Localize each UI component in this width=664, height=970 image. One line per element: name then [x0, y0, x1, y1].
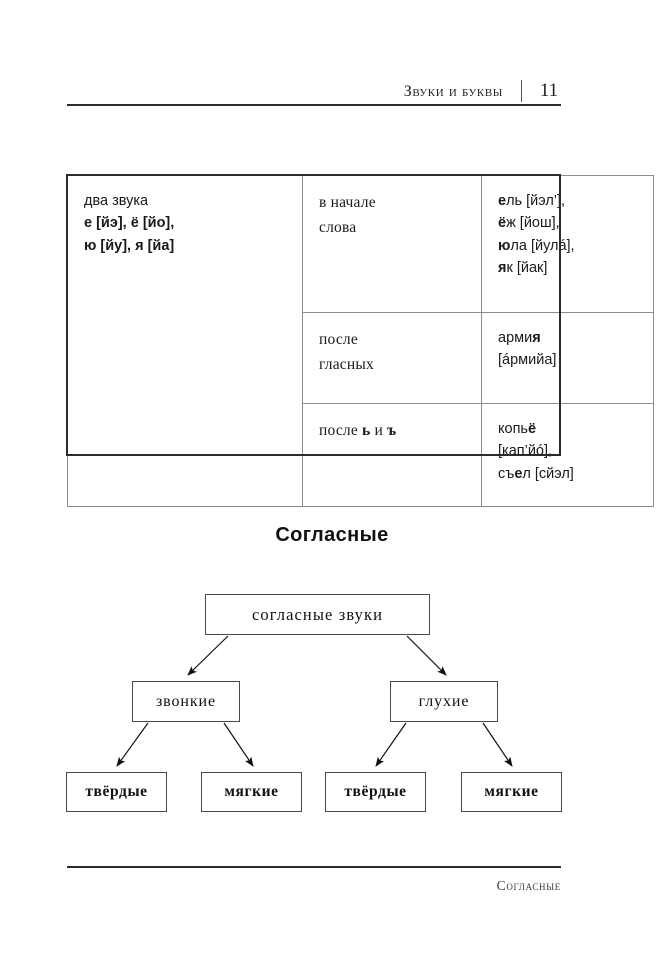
example-rest: ль [йэл’], [506, 193, 566, 209]
examples-cell-3: копьё [кап’йó], съел [сйэл] [481, 403, 654, 507]
tree-node-voiced-hard: твёрдые [66, 772, 167, 812]
example-item: съел [сйэл] [498, 463, 639, 485]
condition-cell-2: после гласных [302, 312, 482, 404]
condition-line: гласных [319, 356, 374, 374]
example-bold-letter: е [514, 465, 523, 482]
example-bold-letter: я [498, 260, 507, 277]
example-item: ель [йэл’], [498, 190, 639, 212]
vowel-sounds-table: два звука е [йэ], ё [йо], ю [йу], я [йа]… [67, 175, 654, 507]
condition-conjunction: и [370, 422, 388, 439]
running-head: Звуки и буквы 11 [67, 72, 560, 102]
example-rest: [кап’йó], [498, 443, 553, 460]
tree-node-voiced-soft: мягкие [201, 772, 302, 812]
arrow-root-to-voiced [187, 635, 229, 676]
condition-line: после ь и ъ [319, 418, 467, 443]
example-rest: к [йак] [506, 260, 548, 277]
condition-hard-sign: ъ [387, 422, 397, 439]
condition-line: в начале [319, 194, 376, 211]
example-bold-letter: е [498, 193, 507, 209]
table-row: два звука е [йэ], ё [йо], ю [йу], я [йа]… [67, 175, 654, 507]
example-item: як [йак] [498, 257, 639, 279]
running-head-divider [521, 80, 522, 102]
examples-cell-1: ель [йэл’], ёж [йош], юла [йулá], як [йа… [481, 175, 654, 313]
two-sounds-letters-1: е [йэ], ё [йо], [84, 215, 175, 232]
example-item: [áрмийа] [498, 349, 639, 371]
arrow-root-to-voiceless [406, 635, 447, 676]
example-bold-letter: я [532, 330, 541, 346]
arrow-voiceless-to-hard [375, 722, 407, 767]
running-head-title: Звуки и буквы [403, 83, 503, 100]
two-sounds-cell: два звука е [йэ], ё [йо], ю [йу], я [йа] [67, 175, 303, 507]
tree-node-root: согласные звуки [205, 594, 430, 635]
example-rest: ж [йош], [506, 215, 560, 232]
tree-node-voiceless-hard: твёрдые [325, 772, 426, 812]
example-rest: арми [498, 330, 533, 346]
arrow-voiced-to-hard [116, 722, 149, 767]
example-item: [кап’йó], [498, 440, 639, 462]
example-item: ёж [йош], [498, 212, 639, 234]
condition-line: слова [319, 219, 357, 237]
tree-node-voiceless-soft: мягкие [461, 772, 562, 812]
two-sounds-letters-2: ю [йу], я [йа] [84, 237, 175, 254]
footer-rule [67, 866, 561, 868]
condition-soft-sign: ь [362, 422, 371, 439]
condition-prefix: после [319, 422, 363, 439]
consonants-tree-diagram: согласные звуки звонкие глухие твёрдые м… [0, 575, 664, 825]
page-number: 11 [539, 80, 559, 101]
example-rest: [áрмийа] [498, 352, 557, 369]
tree-node-voiced: звонкие [132, 681, 240, 722]
example-rest: ла [йулá], [510, 237, 575, 254]
example-prefix: съ [498, 465, 515, 482]
section-heading-consonants: Согласные [275, 524, 389, 546]
header-rule [67, 104, 561, 106]
two-sounds-label: два звука [84, 193, 149, 209]
footer-section-label: Согласные [496, 878, 561, 893]
tree-connectors [116, 635, 513, 767]
example-bold-letter: ё [498, 215, 507, 232]
condition-cell-3: после ь и ъ [302, 403, 482, 507]
example-rest: копь [498, 421, 528, 437]
arrow-voiceless-to-soft [482, 722, 513, 767]
example-item: копьё [498, 418, 639, 440]
example-bold-letter: ю [498, 237, 511, 254]
example-item: армия [498, 327, 639, 349]
condition-line: после [319, 331, 358, 348]
tree-node-voiceless: глухие [390, 681, 498, 722]
example-bold-letter: ё [527, 421, 537, 437]
condition-cell-1: в начале слова [302, 175, 482, 313]
example-rest: л [сйэл] [522, 465, 574, 482]
arrow-voiced-to-soft [223, 722, 254, 767]
example-item: юла [йулá], [498, 235, 639, 257]
table-row: после гласных армия [áрмийа] [68, 312, 654, 404]
examples-cell-2: армия [áрмийа] [481, 312, 654, 404]
